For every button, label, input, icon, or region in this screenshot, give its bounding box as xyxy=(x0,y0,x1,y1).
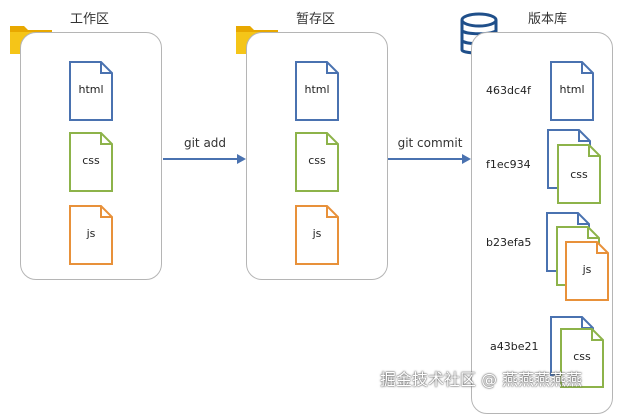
git-add-label: git add xyxy=(183,136,227,150)
git-commit-arrow xyxy=(388,150,472,169)
commit-hash: f1ec934 xyxy=(486,158,531,171)
commit3-js-file: js xyxy=(565,241,609,301)
file-label-html: html xyxy=(559,83,585,96)
working-css-file: css xyxy=(69,132,113,192)
file-label-html: html xyxy=(304,83,330,96)
file-label-css: css xyxy=(82,154,100,167)
commit2-css-file: css xyxy=(557,144,601,204)
commit-hash: b23efa5 xyxy=(486,236,532,249)
file-label-css: css xyxy=(570,168,588,181)
file-label-css: css xyxy=(308,154,326,167)
file-label-html: html xyxy=(78,83,104,96)
working-html-file: html xyxy=(69,61,113,121)
file-label-css: css xyxy=(573,350,591,363)
watermark: 掘金技术社区 @ 燕燕燕燕燕 xyxy=(380,370,583,389)
file-label-js: js xyxy=(582,263,592,276)
staging-area-title: 暂存区 xyxy=(296,12,336,27)
file-label-js: js xyxy=(86,227,96,240)
commit-hash: 463dc4f xyxy=(486,84,531,97)
file-label-js: js xyxy=(312,227,322,240)
commit-hash: a43be21 xyxy=(490,340,539,353)
repo-area-title: 版本库 xyxy=(528,12,568,27)
commit4-css-file: css xyxy=(560,328,604,388)
git-add-arrow xyxy=(163,150,247,169)
staging-css-file: css xyxy=(295,132,339,192)
working-area-title: 工作区 xyxy=(70,12,110,27)
staging-html-file: html xyxy=(295,61,339,121)
git-commit-label: git commit xyxy=(397,136,463,150)
staging-js-file: js xyxy=(295,205,339,265)
commit1-html-file: html xyxy=(550,61,594,121)
working-js-file: js xyxy=(69,205,113,265)
